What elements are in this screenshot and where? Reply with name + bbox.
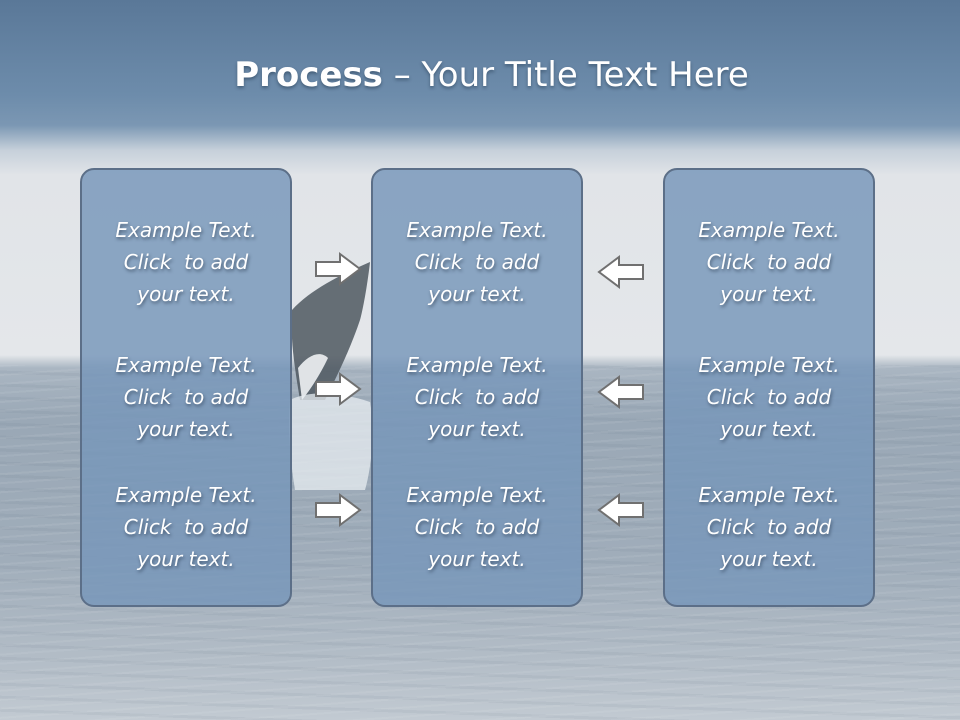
text-line: your text.	[720, 282, 818, 306]
text-line: Example Text.	[406, 353, 548, 377]
arrow-right-icon	[315, 372, 362, 406]
text-line: Example Text.	[115, 483, 257, 507]
text-line: Example Text.	[698, 483, 840, 507]
text-placeholder[interactable]: Example Text. Click to add your text.	[82, 479, 290, 575]
slide-title: Process – Your Title Text Here	[0, 52, 960, 98]
text-line: Click to add	[414, 515, 540, 539]
text-placeholder[interactable]: Example Text. Click to add your text.	[373, 349, 581, 445]
text-line: Example Text.	[406, 218, 548, 242]
title-bold: Process	[234, 55, 383, 95]
text-line: Click to add	[123, 250, 249, 274]
text-line: your text.	[428, 417, 526, 441]
text-line: Example Text.	[115, 353, 257, 377]
text-placeholder[interactable]: Example Text. Click to add your text.	[373, 479, 581, 575]
text-line: Example Text.	[698, 218, 840, 242]
text-line: your text.	[137, 282, 235, 306]
right-text-box[interactable]: Example Text. Click to add your text. Ex…	[663, 168, 875, 607]
arrow-left-icon	[597, 375, 644, 409]
whale-image	[289, 262, 373, 490]
text-line: Example Text.	[406, 483, 548, 507]
text-placeholder[interactable]: Example Text. Click to add your text.	[82, 349, 290, 445]
text-line: Click to add	[123, 515, 249, 539]
text-placeholder[interactable]: Example Text. Click to add your text.	[373, 214, 581, 310]
middle-text-box[interactable]: Example Text. Click to add your text. Ex…	[371, 168, 583, 607]
text-line: Click to add	[414, 250, 540, 274]
arrow-left-icon	[597, 255, 644, 289]
text-line: your text.	[720, 547, 818, 571]
text-line: Click to add	[706, 250, 832, 274]
arrow-left-icon	[597, 493, 644, 527]
text-placeholder[interactable]: Example Text. Click to add your text.	[665, 214, 873, 310]
text-line: your text.	[428, 547, 526, 571]
left-text-box[interactable]: Example Text. Click to add your text. Ex…	[80, 168, 292, 607]
text-line: your text.	[137, 547, 235, 571]
text-line: Example Text.	[115, 218, 257, 242]
text-line: your text.	[720, 417, 818, 441]
text-line: Click to add	[414, 385, 540, 409]
text-line: your text.	[137, 417, 235, 441]
title-rest: – Your Title Text Here	[382, 55, 749, 95]
text-placeholder[interactable]: Example Text. Click to add your text.	[665, 479, 873, 575]
text-placeholder[interactable]: Example Text. Click to add your text.	[82, 214, 290, 310]
arrow-right-icon	[315, 493, 362, 527]
arrow-right-icon	[315, 252, 362, 286]
text-line: your text.	[428, 282, 526, 306]
text-line: Example Text.	[698, 353, 840, 377]
text-line: Click to add	[706, 515, 832, 539]
text-placeholder[interactable]: Example Text. Click to add your text.	[665, 349, 873, 445]
text-line: Click to add	[123, 385, 249, 409]
text-line: Click to add	[706, 385, 832, 409]
